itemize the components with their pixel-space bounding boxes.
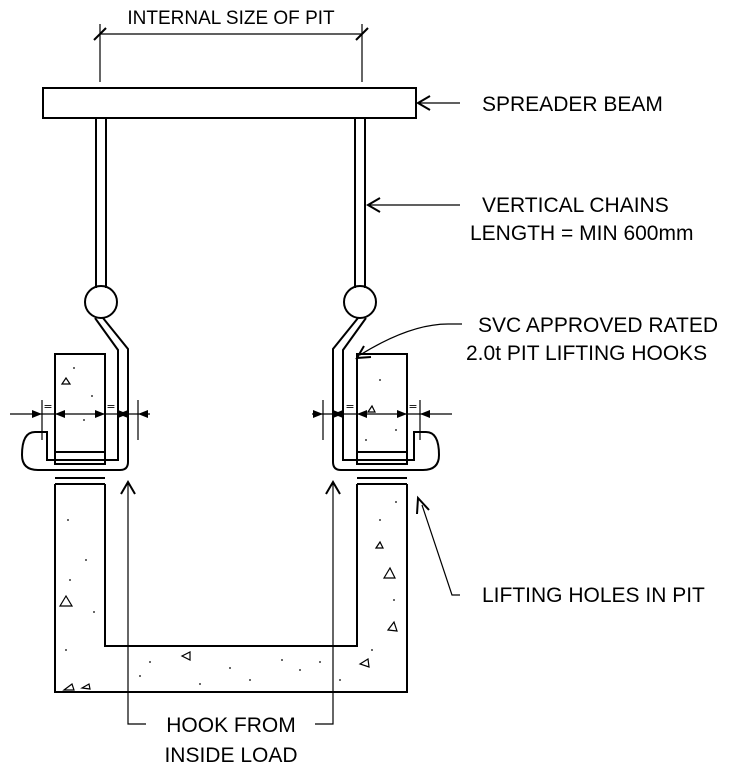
- equal-dimension-right: = =: [312, 400, 452, 440]
- equal-mark: =: [408, 400, 417, 413]
- leader-lifting-holes: LIFTING HOLES IN PIT: [416, 495, 705, 607]
- pit-block-right: [356, 353, 408, 465]
- vertical-chains-length-label: LENGTH = MIN 600mm: [470, 222, 693, 245]
- equal-mark: =: [345, 400, 354, 413]
- hooks-rating-label: 2.0t PIT LIFTING HOOKS: [466, 342, 707, 365]
- leader-hook-from-inside: HOOK FROM INSIDE LOAD: [120, 480, 341, 767]
- inside-load-label: INSIDE LOAD: [164, 744, 297, 767]
- lifting-holes-label: LIFTING HOLES IN PIT: [482, 584, 705, 607]
- shackle-left: [84, 285, 118, 319]
- hooks-label: SVC APPROVED RATED: [478, 314, 718, 337]
- leader-vertical-chains: VERTICAL CHAINS LENGTH = MIN 600mm: [366, 194, 693, 245]
- spreader-beam-label: SPREADER BEAM: [482, 93, 663, 116]
- equal-mark: =: [106, 400, 115, 413]
- internal-size-label: INTERNAL SIZE OF PIT: [127, 8, 335, 29]
- shackle-right: [343, 285, 377, 319]
- equal-mark: =: [43, 400, 52, 413]
- lifting-hook-left: [20, 317, 129, 471]
- pit-block-left: [54, 353, 106, 465]
- vertical-chain-left: [95, 118, 107, 288]
- pit-section: [54, 477, 408, 693]
- spreader-beam: [42, 87, 417, 119]
- vertical-chain-right: [354, 118, 366, 288]
- equal-dimension-left: = =: [10, 400, 150, 440]
- leader-spreader-beam: SPREADER BEAM: [416, 93, 663, 116]
- leader-lifting-hooks: SVC APPROVED RATED 2.0t PIT LIFTING HOOK…: [355, 314, 718, 365]
- hook-from-label: HOOK FROM: [166, 714, 296, 737]
- internal-size-dimension: INTERNAL SIZE OF PIT: [93, 8, 369, 82]
- lifting-hook-right: [332, 317, 441, 471]
- vertical-chains-label: VERTICAL CHAINS: [482, 194, 669, 217]
- concrete-hatch: [58, 367, 398, 691]
